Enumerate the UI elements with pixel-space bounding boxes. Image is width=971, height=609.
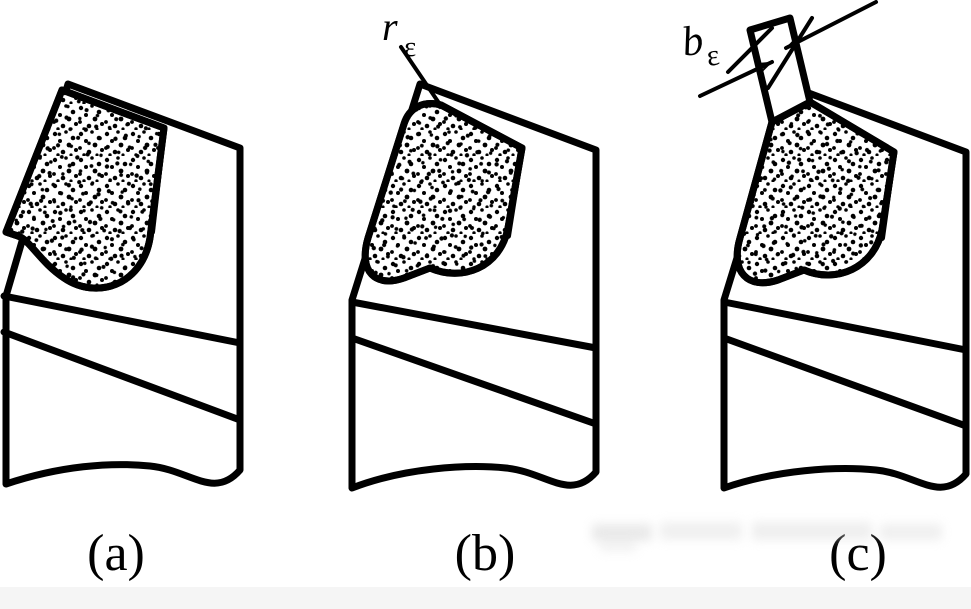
- nose-radius-leader-line: [399, 45, 443, 108]
- panel-c: [698, 0, 970, 492]
- annotation-nose-radius: r ε: [382, 4, 416, 63]
- insert-inner-edge-b: [505, 145, 525, 239]
- shank-edge-line-a-1: [0, 292, 244, 347]
- bottom-strip: [0, 587, 971, 609]
- panel-a: [0, 80, 244, 488]
- insert-inner-edge-a: [149, 125, 167, 235]
- chamfer-dimension-arrow: [698, 0, 878, 98]
- dimension-arrow-inbound: [784, 0, 878, 50]
- panel-b: [348, 45, 600, 492]
- insert-speckle-overlay-b: [365, 103, 522, 281]
- insert-inner-edge-c: [879, 149, 897, 241]
- chamfer-extension-line-left: [726, 26, 774, 74]
- insert-speckle-overlay-c: [737, 102, 894, 283]
- shank-edge-line-b-1: [348, 298, 600, 352]
- chamfer-width-symbol: b: [679, 17, 706, 65]
- shank-edge-line-b-2: [348, 334, 600, 428]
- annotation-chamfer-width: b ε: [679, 17, 721, 73]
- panel-c-insert: [733, 98, 898, 287]
- shank-edge-line-c-2: [720, 334, 970, 430]
- panel-a-insert: [2, 86, 168, 292]
- panel-b-insert: [361, 100, 526, 285]
- caption-c: (c): [829, 525, 887, 582]
- nose-radius-symbol: r: [382, 4, 398, 49]
- insert-outline-c-top: [733, 98, 898, 287]
- dimension-arrow-outbound: [698, 60, 774, 98]
- insert-outline-b-top: [361, 100, 526, 285]
- shank-edge-line-c-1: [720, 298, 970, 354]
- insert-outline-a-top: [2, 86, 168, 292]
- nose-radius-subscript: ε: [404, 31, 416, 63]
- shank-edge-line-a-2: [0, 328, 244, 424]
- chamfer-width-subscript: ε: [704, 38, 721, 72]
- caption-b: (b): [455, 525, 516, 582]
- caption-a: (a): [87, 525, 145, 582]
- chamfer-extension-line-right: [766, 16, 814, 90]
